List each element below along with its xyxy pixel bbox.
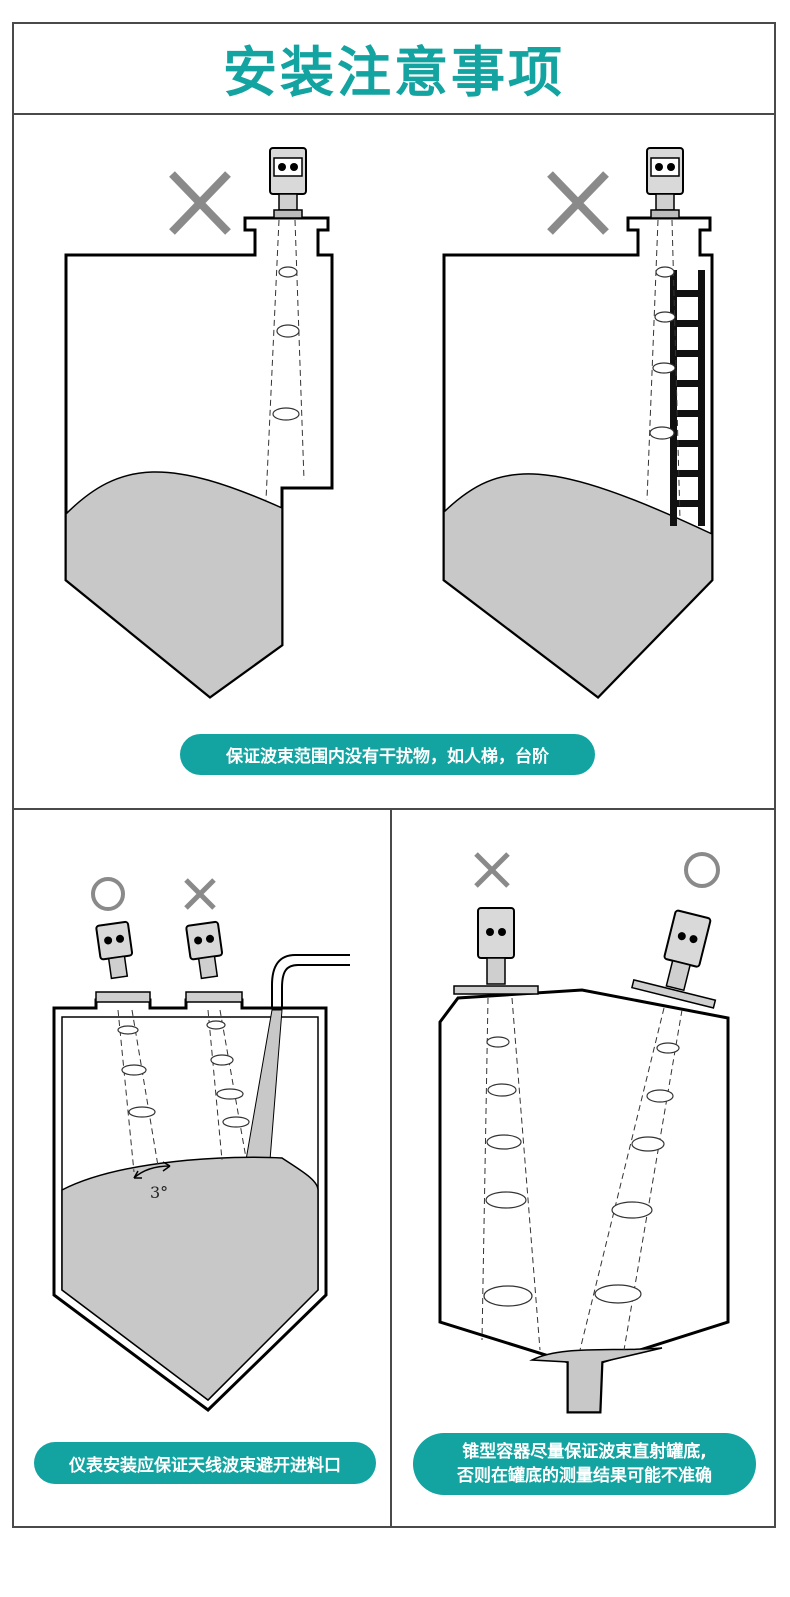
cross-mark-icon — [184, 878, 216, 910]
angle-label: 3° — [150, 1183, 168, 1202]
material-pile — [61, 1156, 319, 1401]
circle-mark-icon — [684, 852, 720, 888]
outer-frame — [12, 22, 776, 1528]
caption-bottom-right-line1: 锥型容器尽量保证波束直射罐底, — [462, 1442, 707, 1462]
radar-sensor-icon — [453, 907, 539, 995]
material-pile — [65, 471, 283, 698]
caption-pill-bottom-right: 锥型容器尽量保证波束直射罐底, 否则在罐底的测量结果可能不准确 — [413, 1433, 756, 1495]
radar-beam — [481, 997, 683, 1351]
caption-pill-bottom-left: 仪表安装应保证天线波束避开进料口 — [34, 1442, 376, 1484]
horizontal-divider — [12, 808, 776, 810]
material-pile — [443, 473, 713, 698]
vertical-divider — [390, 808, 392, 1528]
cross-mark-icon — [474, 852, 510, 888]
material-pile — [529, 1347, 663, 1413]
radar-sensor-icon — [95, 920, 134, 980]
radar-sensor-icon — [185, 920, 224, 980]
radar-sensor-icon — [269, 147, 307, 219]
tank-cone-illustration — [438, 852, 730, 1414]
caption-bottom-right-line2: 否则在罐底的测量结果可能不准确 — [457, 1466, 712, 1486]
radar-beam — [265, 219, 305, 501]
caption-pill-top: 保证波束范围内没有干扰物，如人梯，台阶 — [180, 734, 595, 775]
tank-inlet-illustration: 3° — [52, 877, 350, 1412]
radar-sensor-icon — [630, 909, 717, 1009]
caption-top: 保证波束范围内没有干扰物，如人梯，台阶 — [226, 747, 549, 767]
title-bar: 安装注意事项 — [12, 22, 776, 115]
cross-mark-icon — [547, 171, 609, 235]
page-title: 安装注意事项 — [223, 41, 565, 104]
ladder — [670, 270, 705, 526]
tank-body — [438, 988, 730, 1414]
radar-beam — [117, 1009, 250, 1173]
radar-sensor-icon — [646, 147, 684, 219]
caption-bottom-left: 仪表安装应保证天线波束避开进料口 — [69, 1455, 341, 1476]
circle-mark-icon — [91, 877, 125, 911]
cross-mark-icon — [169, 171, 231, 235]
radar-beam — [646, 219, 681, 521]
tank-ladder-illustration — [442, 147, 714, 699]
tank-step-illustration — [64, 147, 334, 699]
